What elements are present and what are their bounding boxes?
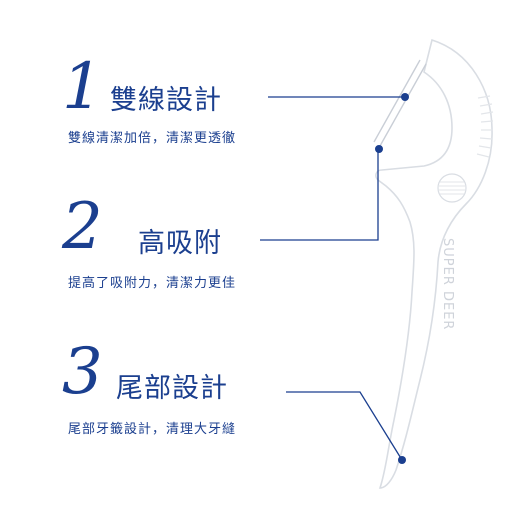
callout-line-2 <box>260 149 379 241</box>
feature-title: 雙線設計 <box>110 85 222 116</box>
callout-line-3 <box>286 391 403 461</box>
feature-number: 3 <box>62 335 103 409</box>
feature-title: 尾部設計 <box>116 373 228 404</box>
grip-circle <box>437 173 467 203</box>
feature-subtitle: 雙線清潔加倍，清潔更透徹 <box>68 131 237 146</box>
brand-label: SUPER DEER <box>440 238 455 330</box>
floss-line-2 <box>373 59 421 143</box>
callout-dot-3 <box>398 456 406 464</box>
floss-line-1 <box>379 63 427 147</box>
feature-subtitle: 尾部牙籤設計，清理大牙縫 <box>68 422 237 437</box>
feature-number: 1 <box>62 50 103 124</box>
callout-dot-2 <box>375 145 383 153</box>
callout-dot-1 <box>401 93 409 101</box>
feature-title: 高吸附 <box>138 228 222 259</box>
feature-subtitle: 提高了吸附力，清潔力更佳 <box>68 276 237 291</box>
callout-dots <box>375 93 409 464</box>
callout-lines <box>260 96 405 461</box>
feature-number: 2 <box>62 190 103 264</box>
floss-pick-body <box>375 38 493 489</box>
